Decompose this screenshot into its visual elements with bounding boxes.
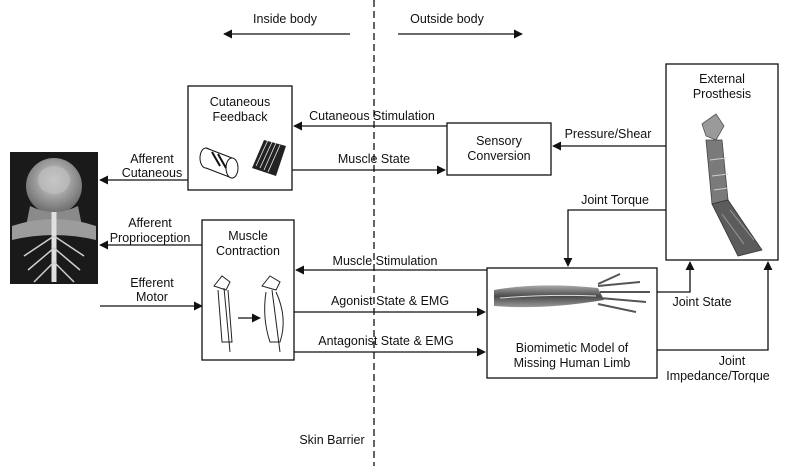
afferent-proprioception-label-1: Afferent (128, 216, 172, 230)
joint-state-label: Joint State (672, 295, 731, 309)
joint-state-arrow (657, 261, 695, 293)
agonist-state-label: Agonist State & EMG (331, 294, 449, 308)
external-prosthesis-title-2: Prosthesis (693, 87, 751, 101)
external-prosthesis-box: External Prosthesis (665, 63, 779, 261)
sensory-conversion-box: Sensory Conversion (446, 122, 552, 176)
biomimetic-model-title-1: Biomimetic Model of (516, 341, 629, 355)
efferent-motor-label-2: Motor (136, 290, 168, 304)
biomimetic-model-title-2: Missing Human Limb (514, 356, 631, 370)
external-prosthesis-title-1: External (699, 72, 745, 86)
pressure-shear-label: Pressure/Shear (565, 127, 652, 141)
relaxed-muscle-icon (213, 275, 233, 353)
contracted-muscle-icon (261, 275, 284, 353)
sensory-conversion-title-2: Conversion (467, 149, 530, 163)
joint-impedance-label-2: Impedance/Torque (666, 369, 770, 383)
joint-impedance-label-1: Joint (719, 354, 746, 368)
muscle-contraction-box: Muscle Contraction (201, 219, 295, 361)
forearm-image (494, 273, 650, 313)
biomimetic-model-box: Biomimetic Model of Missing Human Limb (486, 267, 658, 379)
electrode-array-icon (252, 139, 286, 176)
human-nervous-system-image (10, 152, 98, 284)
skin-barrier-label: Skin Barrier (299, 433, 364, 447)
joint-impedance-arrow (657, 261, 773, 351)
muscle-stimulation-label: Muscle Stimulation (333, 254, 438, 268)
joint-torque-label: Joint Torque (581, 193, 649, 207)
muscle-state-label: Muscle State (338, 152, 410, 166)
prosthetic-arm-image (701, 113, 763, 257)
afferent-proprioception-label-2: Proprioception (110, 231, 191, 245)
inside-body-label: Inside body (253, 12, 318, 26)
muscle-contraction-title-1: Muscle (228, 229, 268, 243)
efferent-motor-label-1: Efferent (130, 276, 174, 290)
antagonist-state-label: Antagonist State & EMG (318, 334, 454, 348)
afferent-cutaneous-label-1: Afferent (130, 152, 174, 166)
joint-torque-arrow (563, 209, 666, 267)
vibrotactile-actuator-icon (199, 147, 239, 179)
cutaneous-stimulation-label: Cutaneous Stimulation (309, 109, 435, 123)
muscle-contraction-title-2: Contraction (216, 244, 280, 258)
cutaneous-feedback-title-1: Cutaneous (210, 95, 270, 109)
sensory-conversion-title-1: Sensory (476, 134, 523, 148)
outside-body-label: Outside body (410, 12, 484, 26)
cutaneous-feedback-title-2: Feedback (213, 110, 269, 124)
cutaneous-feedback-box: Cutaneous Feedback (187, 85, 293, 191)
afferent-cutaneous-label-2: Cutaneous (122, 166, 182, 180)
